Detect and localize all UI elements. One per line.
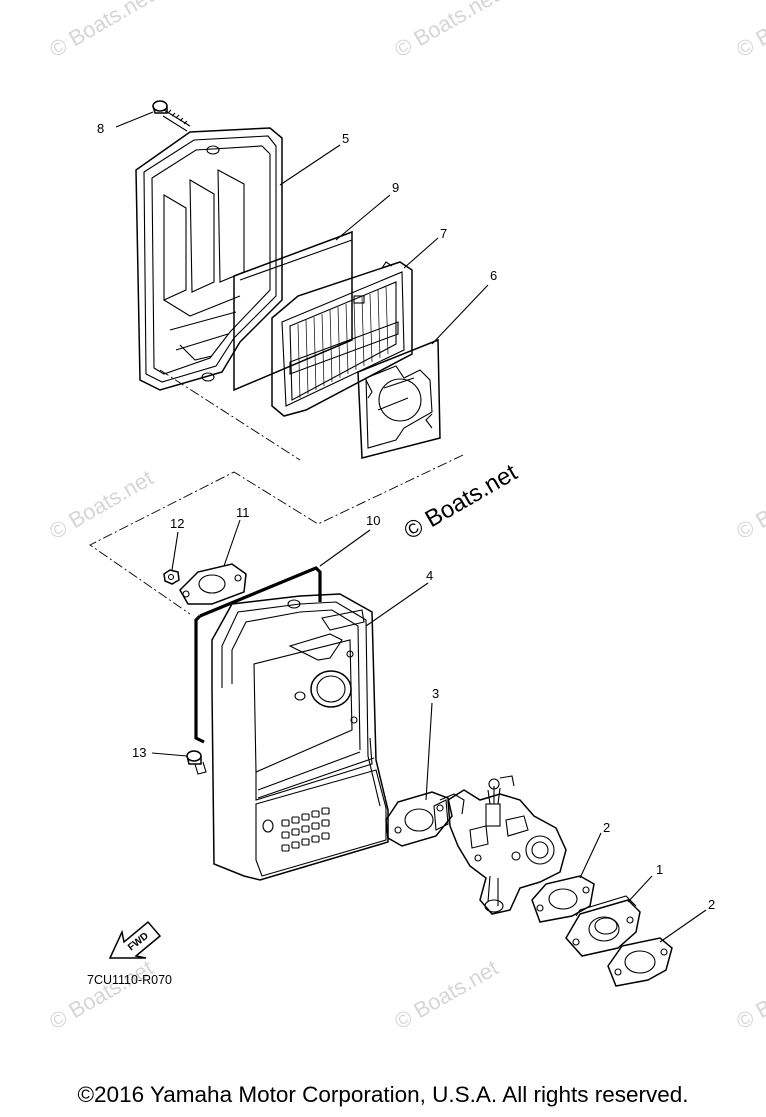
callout-8: 8 bbox=[97, 121, 104, 136]
air-cleaner-case-part-4 bbox=[211, 593, 389, 881]
watermark: © Boats.net bbox=[732, 955, 766, 1034]
callouts: 8 5 9 7 6 10 11 12 4 3 13 2 1 2 bbox=[97, 121, 715, 912]
bolt-part-8 bbox=[152, 100, 191, 132]
callout-10: 10 bbox=[366, 513, 380, 528]
watermark: © Boats.net bbox=[390, 0, 502, 62]
callout-3: 3 bbox=[432, 686, 439, 701]
callout-12: 12 bbox=[170, 516, 184, 531]
callout-13: 13 bbox=[132, 745, 146, 760]
assembly-guide-lines bbox=[89, 369, 464, 615]
insulator-part-1 bbox=[565, 895, 641, 957]
watermark-layer: © Boats.net © Boats.net © Boats.net © Bo… bbox=[45, 0, 766, 1034]
bolt-part-13 bbox=[186, 750, 207, 775]
fwd-label: FWD bbox=[126, 931, 151, 954]
gasket-part-3 bbox=[385, 791, 453, 847]
nut-part-12 bbox=[163, 569, 180, 585]
gasket-part-2-lower bbox=[607, 937, 673, 987]
leader-lines bbox=[115, 111, 707, 943]
watermark: © Boats.net bbox=[732, 0, 766, 62]
callout-9: 9 bbox=[392, 180, 399, 195]
callout-5: 5 bbox=[342, 131, 349, 146]
watermark: © Boats.net bbox=[390, 955, 502, 1034]
copyright-notice: ©2016 Yamaha Motor Corporation, U.S.A. A… bbox=[77, 1082, 689, 1107]
seal-ring-part-10 bbox=[194, 566, 322, 744]
air-cleaner-cover-part-5 bbox=[135, 127, 283, 391]
callout-1: 1 bbox=[656, 862, 663, 877]
watermark: © Boats.net bbox=[45, 465, 157, 544]
callout-2-lower: 2 bbox=[708, 897, 715, 912]
callout-7: 7 bbox=[440, 226, 447, 241]
watermark: © Boats.net bbox=[45, 0, 157, 62]
watermark: © Boats.net bbox=[732, 465, 766, 544]
parts-diagram: © Boats.net © Boats.net © Boats.net © Bo… bbox=[45, 0, 766, 1034]
brand-watermark: © Boats.net bbox=[400, 459, 523, 545]
watermark: © Boats.net bbox=[45, 955, 157, 1034]
air-filter-element-part-7 bbox=[271, 261, 413, 417]
gasket-part-11 bbox=[179, 563, 247, 605]
drawing-code: 7CU1110-R070 bbox=[87, 973, 172, 987]
carburetor bbox=[433, 775, 567, 915]
callout-6: 6 bbox=[490, 268, 497, 283]
forward-arrow-icon: FWD bbox=[108, 920, 162, 959]
callout-11: 11 bbox=[236, 505, 250, 520]
callout-2-upper: 2 bbox=[603, 820, 610, 835]
gasket-plate-part-6 bbox=[357, 338, 441, 459]
gasket-part-2-upper bbox=[531, 875, 595, 923]
sponge-filter-part-9 bbox=[233, 230, 353, 392]
callout-4: 4 bbox=[426, 568, 433, 583]
